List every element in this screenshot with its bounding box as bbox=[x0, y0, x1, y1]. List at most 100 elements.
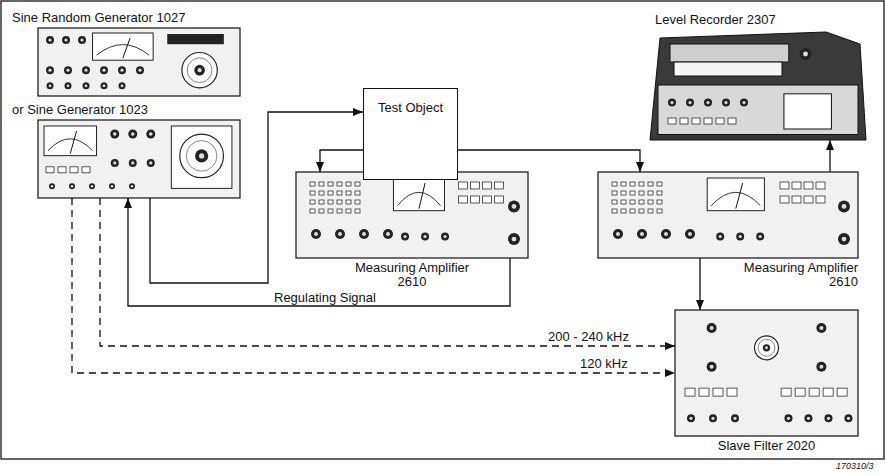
knob bbox=[47, 82, 54, 89]
push-button bbox=[804, 182, 813, 189]
push-button bbox=[346, 191, 351, 195]
dashed-signal-line bbox=[72, 198, 675, 373]
knob bbox=[194, 65, 205, 76]
knob-cap bbox=[199, 153, 204, 158]
knob-cap bbox=[91, 185, 93, 187]
knob bbox=[707, 323, 717, 333]
knob-cap bbox=[121, 84, 124, 87]
push-button bbox=[639, 200, 644, 204]
push-button bbox=[657, 209, 662, 213]
knob-cap bbox=[113, 132, 117, 136]
push-button bbox=[780, 182, 789, 189]
knob bbox=[146, 130, 155, 139]
push-button bbox=[612, 209, 617, 213]
knob bbox=[838, 200, 850, 212]
push-button bbox=[319, 200, 324, 204]
knob bbox=[65, 82, 72, 89]
signal-label: 200 - 240 kHz bbox=[546, 330, 631, 344]
figure-number: 170310/3 bbox=[836, 461, 874, 472]
knob-cap bbox=[742, 101, 745, 104]
push-button bbox=[837, 388, 847, 396]
knob bbox=[804, 414, 812, 422]
push-button bbox=[657, 191, 662, 195]
dial-ring bbox=[187, 58, 212, 83]
knob bbox=[129, 183, 135, 189]
push-button bbox=[310, 182, 315, 186]
knob bbox=[756, 233, 764, 241]
push-button bbox=[337, 209, 342, 213]
knob-cap bbox=[759, 235, 762, 238]
push-button bbox=[612, 200, 617, 204]
knob-cap bbox=[362, 232, 366, 236]
knob bbox=[100, 66, 108, 74]
signal-line bbox=[829, 140, 830, 172]
knob bbox=[62, 36, 70, 44]
meter-needle bbox=[736, 183, 743, 209]
knob bbox=[816, 323, 826, 333]
push-button bbox=[494, 182, 503, 189]
knob-cap bbox=[827, 417, 830, 420]
push-button bbox=[319, 182, 324, 186]
filter-instrument: Slave Filter 2020 bbox=[675, 310, 858, 436]
push-button bbox=[727, 388, 737, 396]
knob bbox=[119, 82, 126, 89]
push-button bbox=[337, 200, 342, 204]
panel-outline bbox=[38, 28, 240, 96]
push-button bbox=[319, 209, 324, 213]
knob-cap bbox=[64, 38, 67, 41]
knob-cap bbox=[819, 365, 823, 369]
knob-cap bbox=[710, 326, 714, 330]
knob-cap bbox=[616, 232, 620, 236]
box-label: Test Object bbox=[364, 89, 457, 115]
knob bbox=[704, 99, 712, 107]
knob-cap bbox=[710, 365, 714, 369]
push-button bbox=[458, 182, 467, 189]
push-button bbox=[630, 182, 635, 186]
push-button bbox=[780, 196, 789, 203]
push-button bbox=[713, 388, 723, 396]
push-button bbox=[310, 209, 315, 213]
knob-cap bbox=[423, 235, 426, 238]
knob bbox=[383, 229, 393, 239]
knob bbox=[311, 229, 321, 239]
push-button bbox=[328, 182, 333, 186]
push-button bbox=[621, 200, 626, 204]
knob bbox=[78, 36, 86, 44]
dial bbox=[180, 134, 224, 178]
knob bbox=[128, 130, 137, 139]
push-button bbox=[458, 196, 467, 203]
recorder-housing bbox=[650, 32, 866, 140]
knob bbox=[46, 36, 54, 44]
knob bbox=[736, 233, 744, 241]
meter-scale bbox=[48, 139, 93, 151]
push-button bbox=[781, 388, 791, 396]
meter bbox=[707, 178, 764, 211]
knob bbox=[685, 229, 695, 239]
knob-cap bbox=[819, 326, 823, 330]
knob-cap bbox=[149, 132, 153, 136]
instrument-illustration bbox=[38, 28, 240, 96]
signal-line bbox=[128, 198, 510, 306]
knob-cap bbox=[71, 185, 73, 187]
signal-line bbox=[150, 112, 363, 283]
push-button bbox=[809, 388, 819, 396]
knob bbox=[110, 130, 119, 139]
push-button bbox=[612, 191, 617, 195]
knob bbox=[613, 229, 623, 239]
meter-scale bbox=[97, 45, 150, 56]
push-button bbox=[346, 209, 351, 213]
knob bbox=[49, 183, 55, 189]
knob-cap bbox=[66, 69, 69, 72]
knob bbox=[844, 414, 852, 422]
knob-cap bbox=[149, 161, 152, 164]
knob bbox=[661, 229, 671, 239]
push-button bbox=[639, 209, 644, 213]
knob bbox=[69, 183, 75, 189]
knob-cap bbox=[49, 84, 52, 87]
signal-label: 120 kHz bbox=[578, 357, 630, 371]
knob-cap bbox=[85, 84, 88, 87]
knob bbox=[824, 414, 832, 422]
knob bbox=[401, 233, 409, 241]
push-button bbox=[639, 191, 644, 195]
